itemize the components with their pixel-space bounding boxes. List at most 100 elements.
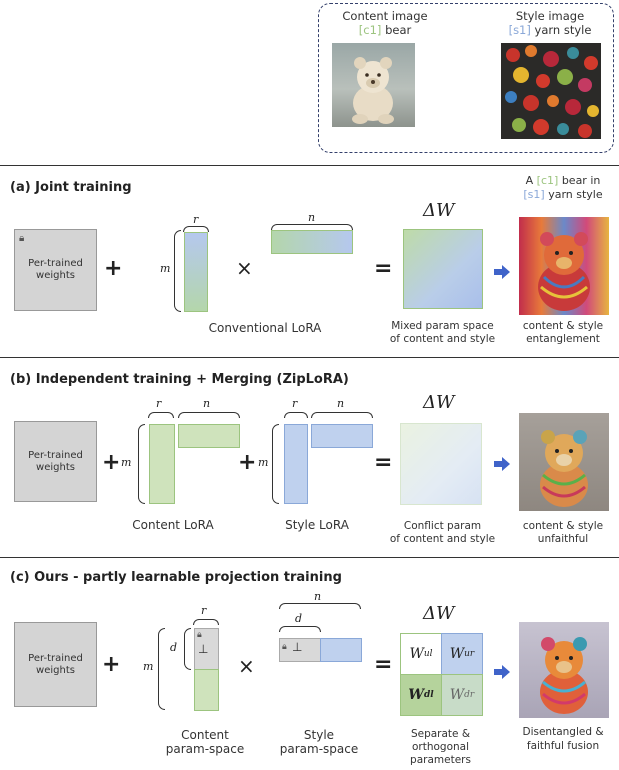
pretrained-weights-a: Per-trained weights [14, 229, 97, 311]
r-brace-b-2 [284, 412, 308, 418]
result-caption-c-2: faithful fusion [526, 740, 600, 752]
n-brace-c [279, 603, 361, 609]
arrow-right-icon-b [494, 456, 510, 475]
divider-a [0, 357, 619, 358]
separate-caption-2: orthogonal [411, 741, 470, 753]
n-brace-b-1 [178, 412, 240, 418]
m-brace-c [158, 628, 165, 710]
lora-a-matrix [184, 232, 208, 312]
n-brace-a [271, 224, 353, 230]
d-brace-c-top [279, 626, 321, 632]
plus-b-1: + [102, 450, 121, 475]
r-label-c: r [201, 604, 207, 617]
n-label-a: n [308, 211, 316, 224]
plus-c: + [102, 652, 121, 677]
section-a-title: (a) Joint training [10, 180, 132, 195]
m-brace-b-2 [272, 424, 279, 504]
delta-w-b: ΔW [423, 392, 455, 413]
times-a: × [236, 256, 253, 280]
reference-images-box [318, 3, 614, 153]
content-lora-a [149, 424, 175, 504]
content-param-caption-2: param-space [165, 742, 245, 756]
n-label-c: n [314, 590, 322, 603]
equals-c: = [374, 652, 393, 677]
result-image-c [519, 622, 609, 718]
arrow-right-icon-a [494, 264, 510, 283]
conflict-caption-2: of content and style [389, 533, 496, 545]
result-image-a [519, 217, 609, 315]
style-lora-b [311, 424, 373, 448]
d-label-c-top: d [295, 612, 303, 625]
content-image-sublabel: [c1] bear [358, 23, 412, 37]
result-caption-b-1: content & style [522, 520, 604, 532]
prompt-line-2: [s1] yarn style [523, 188, 603, 201]
style-param-caption-1: Style [303, 728, 335, 742]
divider-top [0, 165, 619, 166]
equals-b: = [374, 450, 393, 475]
times-c: × [238, 654, 255, 678]
lock-icon: 🔒︎ [282, 642, 287, 652]
d-brace-c [184, 628, 191, 670]
style-image-sublabel: [s1] yarn style [508, 23, 592, 37]
m-label-b-1: m [121, 456, 132, 469]
equals-a: = [374, 256, 393, 281]
d-label-c: d [170, 641, 178, 654]
plus-a: + [104, 256, 123, 281]
m-label-b-2: m [258, 456, 269, 469]
style-lora-a [284, 424, 308, 504]
divider-b [0, 557, 619, 558]
n-label-b-1: n [203, 397, 211, 410]
n-label-b-2: n [337, 397, 345, 410]
conflict-caption-1: Conflict param [403, 520, 482, 532]
perp-symbol-style: ⊥ [292, 640, 303, 654]
n-brace-b-2 [311, 412, 373, 418]
r-brace-b-1 [148, 412, 174, 418]
separate-caption-1: Separate & [410, 728, 471, 740]
content-image-bear [332, 43, 415, 127]
style-lora-caption: Style LoRA [285, 518, 349, 532]
mixed-caption-2: of content and style [389, 333, 496, 345]
lock-icon: 🔒︎ [197, 630, 202, 640]
result-caption-b-2: unfaithful [537, 533, 589, 545]
r-label-b-1: r [156, 397, 162, 410]
style-param-learnable [320, 638, 362, 662]
pretrained-weights-b: Per-trained weights [14, 421, 97, 502]
content-image-label: Content image [342, 9, 428, 23]
pretrained-weights-c: Per-trained weights [14, 622, 97, 707]
content-param-frozen [194, 628, 219, 670]
m-label-a: m [160, 262, 171, 275]
m-brace-a [174, 230, 181, 312]
mixed-caption-1: Mixed param space [391, 320, 494, 332]
result-image-b [519, 413, 609, 511]
style-image-label: Style image [515, 9, 585, 23]
plus-b-2: + [238, 450, 257, 475]
r-brace-a [183, 226, 209, 232]
style-param-caption-2: param-space [279, 742, 359, 756]
arrow-right-icon-c [494, 664, 510, 683]
separate-caption-3: parameters [410, 754, 471, 766]
r-label-a: r [193, 213, 199, 226]
conventional-lora-caption: Conventional LoRA [208, 321, 322, 335]
prompt-line-1: A [c1] bear in [525, 174, 601, 187]
perp-symbol-content: ⊥ [198, 642, 209, 656]
content-param-learnable [194, 669, 219, 711]
conflict-delta-w-matrix [400, 423, 482, 505]
r-label-b-2: r [292, 397, 298, 410]
lora-b-matrix [271, 230, 353, 254]
section-c-title: (c) Ours - partly learnable projection t… [10, 570, 342, 585]
r-brace-c [193, 619, 219, 625]
mixed-delta-w-matrix [403, 229, 483, 309]
delta-w-a: ΔW [423, 200, 455, 221]
content-param-caption-1: Content [181, 728, 229, 742]
style-image-yarn [501, 43, 601, 139]
content-lora-b [178, 424, 240, 448]
result-caption-c-1: Disentangled & [522, 726, 604, 738]
m-brace-b-1 [138, 424, 145, 504]
delta-w-c: ΔW [423, 603, 455, 624]
lock-icon: 🔒︎ [19, 233, 25, 244]
result-caption-a-2: entanglement [526, 333, 600, 345]
